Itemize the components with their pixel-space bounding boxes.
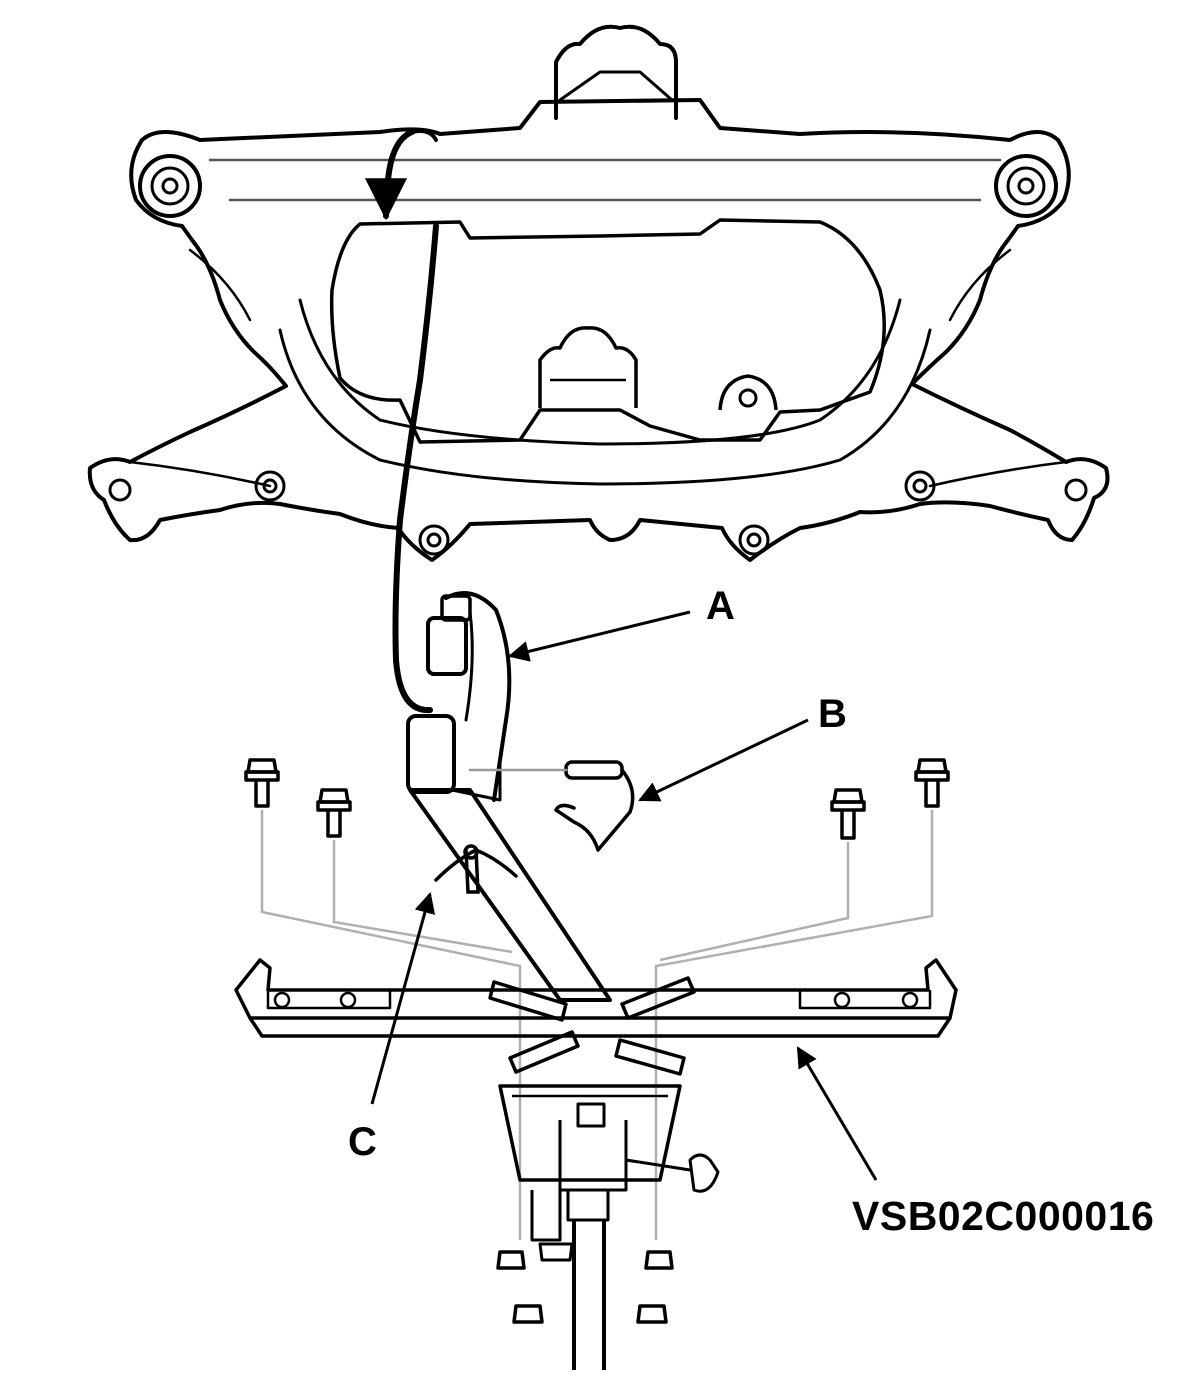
strap-wrap-arrow — [365, 129, 415, 221]
retaining-clip — [468, 760, 635, 852]
nut-3 — [512, 1304, 544, 1324]
jack — [496, 1084, 720, 1370]
pad-1 — [488, 980, 568, 1022]
leader-a — [507, 610, 691, 662]
nut-2 — [644, 1250, 674, 1270]
differential-mount — [538, 326, 778, 411]
leader-lines — [370, 610, 878, 1181]
jack-handle-knob — [688, 1153, 720, 1193]
leader-b — [638, 718, 809, 802]
bushing-right — [994, 154, 1058, 218]
mounting-bolt-1 — [244, 758, 280, 808]
bolt-guide-lines — [260, 810, 934, 1240]
strap-buckle — [426, 616, 468, 676]
strap-lower-block — [406, 714, 456, 794]
pad-4 — [614, 1038, 686, 1076]
mounting-bolt-4 — [914, 758, 950, 808]
leader-c — [370, 891, 436, 1105]
bushing-left — [138, 154, 202, 218]
pad-2 — [620, 976, 696, 1020]
jack-saddle — [498, 1084, 682, 1182]
mount-hole-bottom-left — [418, 524, 450, 556]
strap-loop — [444, 591, 512, 802]
callout-label-c: C — [348, 1120, 377, 1164]
adapter-arm — [408, 760, 612, 1002]
strap-band-rear — [392, 223, 439, 714]
callout-label-a: A — [706, 584, 735, 628]
leader-ref — [796, 1046, 878, 1181]
wing-bolt — [434, 844, 518, 894]
jack-column — [566, 1188, 610, 1222]
mounting-bolt-3 — [830, 788, 866, 840]
reference-code: VSB02C000016 — [852, 1193, 1155, 1239]
jack-post — [572, 1220, 606, 1370]
subframe-outline — [87, 98, 1110, 562]
nut-1 — [496, 1250, 526, 1270]
mount-hole-lower-left — [254, 470, 286, 502]
strap — [365, 129, 512, 802]
subframe — [87, 24, 1110, 562]
adapter-plate-top — [234, 958, 958, 1020]
pad-3 — [508, 1030, 580, 1074]
subframe-bushings — [108, 154, 1088, 556]
nut-4 — [636, 1304, 668, 1324]
subframe-inner-window — [329, 218, 886, 444]
subframe-top-mount — [554, 24, 678, 120]
mount-hole-bottom-right — [738, 524, 770, 556]
mount-hole-lower-right — [904, 470, 936, 502]
mounting-bolt-2 — [316, 788, 352, 838]
callout-label-b: B — [818, 692, 847, 736]
jack-adapter — [234, 958, 958, 1076]
mounting-bolts — [244, 758, 950, 840]
